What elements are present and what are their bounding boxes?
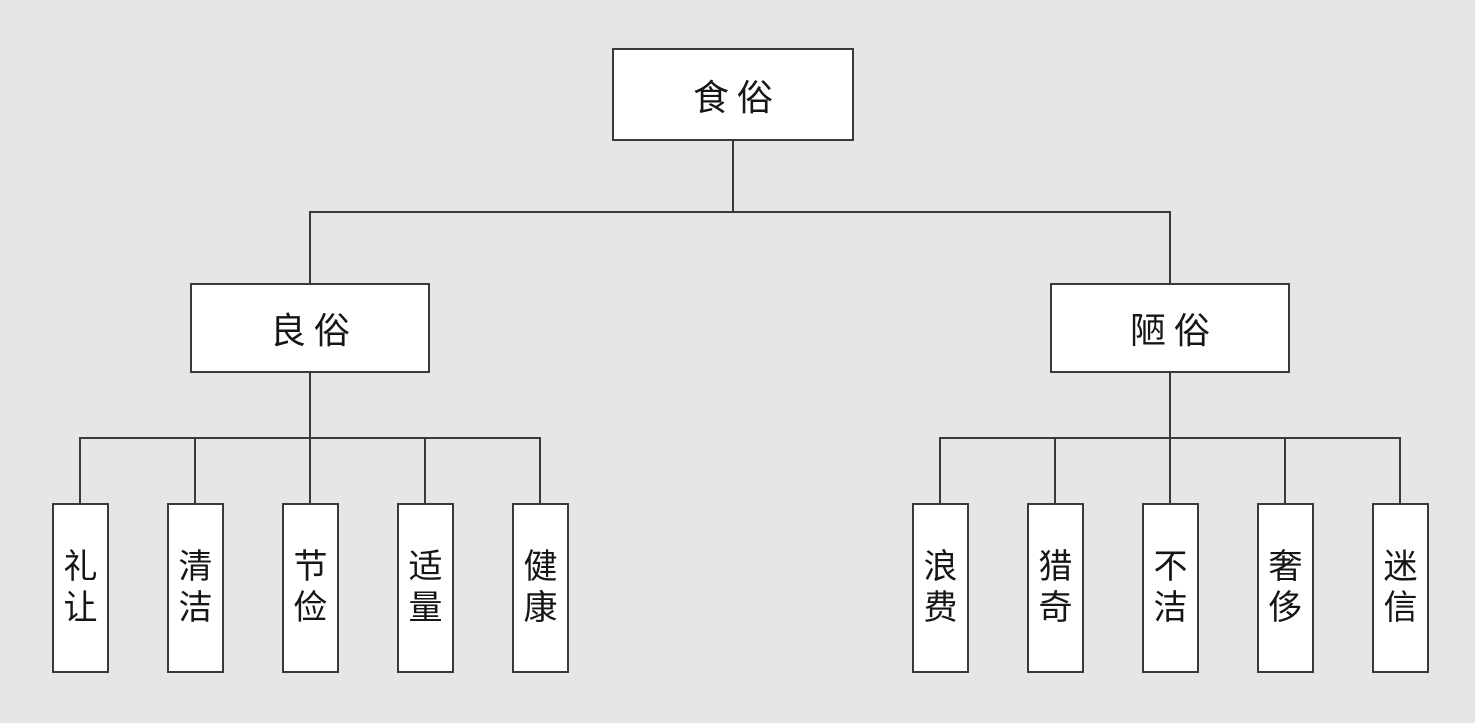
- node-label: 清洁: [178, 547, 213, 628]
- node-leaf-shechi: 奢侈: [1257, 503, 1314, 673]
- node-leaf-jiankang: 健康: [512, 503, 569, 673]
- node-label: 浪费: [923, 547, 958, 628]
- node-label: 节俭: [293, 547, 328, 628]
- node-label: 良俗: [270, 311, 358, 352]
- node-leaf-langfei: 浪费: [912, 503, 969, 673]
- node-label: 奢侈: [1268, 547, 1303, 628]
- connector-bad-child-drop: [1399, 437, 1401, 505]
- connector-good-child-drop: [424, 437, 426, 505]
- node-label: 健康: [523, 547, 558, 628]
- node-label: 猎奇: [1038, 547, 1073, 628]
- node-label: 陋俗: [1130, 311, 1218, 352]
- connector-good-child-drop: [309, 437, 311, 505]
- node-leaf-jiejian: 节俭: [282, 503, 339, 673]
- connector-bad-child-drop: [939, 437, 941, 505]
- connector-level1-horizontal: [309, 211, 1171, 213]
- node-label: 适量: [408, 547, 443, 628]
- node-leaf-lieqi: 猎奇: [1027, 503, 1084, 673]
- connector-good-child-drop: [194, 437, 196, 505]
- connector-bad-child-drop: [1169, 437, 1171, 505]
- connector-bad-drop: [1169, 211, 1171, 284]
- node-leaf-shiliang: 适量: [397, 503, 454, 673]
- connector-good-drop: [309, 211, 311, 284]
- node-branch-lousu: 陋俗: [1050, 283, 1290, 373]
- node-label: 食俗: [693, 77, 781, 119]
- connector-bad-child-drop: [1054, 437, 1056, 505]
- connector-good-stem: [309, 371, 311, 439]
- node-label: 迷信: [1383, 547, 1418, 628]
- connector-bad-child-drop: [1284, 437, 1286, 505]
- node-leaf-lirang: 礼让: [52, 503, 109, 673]
- node-label: 礼让: [63, 547, 98, 628]
- node-leaf-mixin: 迷信: [1372, 503, 1429, 673]
- node-leaf-qingjie: 清洁: [167, 503, 224, 673]
- connector-good-child-drop: [79, 437, 81, 505]
- node-label: 不洁: [1153, 547, 1188, 628]
- node-root-shisu: 食俗: [612, 48, 854, 141]
- connector-root-stem: [732, 140, 734, 212]
- connector-good-child-drop: [539, 437, 541, 505]
- connector-bad-stem: [1169, 371, 1171, 439]
- node-leaf-bujie: 不洁: [1142, 503, 1199, 673]
- node-branch-liangsu: 良俗: [190, 283, 430, 373]
